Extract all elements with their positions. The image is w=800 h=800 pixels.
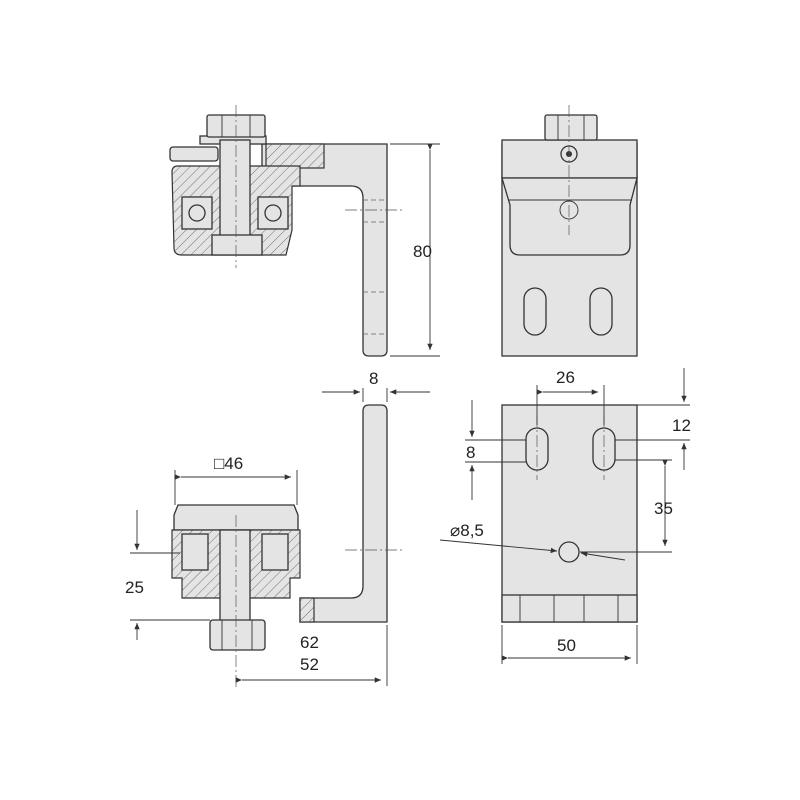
bolt-shaft	[219, 139, 251, 253]
top-right-front-view	[501, 105, 638, 357]
dim-hole-offset-35: 35	[654, 499, 673, 518]
mounting-hole	[558, 541, 580, 563]
dim-62: 62	[300, 633, 319, 652]
slot-right	[589, 287, 613, 336]
dim-height-25: 25	[125, 578, 144, 597]
bearing-left	[181, 533, 209, 571]
dim-thickness-8: 8	[369, 369, 379, 388]
dim-slot-spacing-26: 26	[556, 368, 575, 387]
dim-52: 52	[300, 655, 319, 674]
roller-cap	[501, 177, 638, 256]
plate	[501, 404, 638, 623]
slot-left	[523, 287, 547, 336]
bottom-right-plate-view	[439, 368, 690, 664]
pin	[169, 146, 219, 162]
bore	[211, 234, 263, 256]
bottom-left-section-view	[130, 388, 430, 690]
dim-height-80: 80	[413, 242, 432, 261]
feet	[501, 594, 638, 623]
bolt-shaft	[219, 529, 251, 623]
top-left-section-view	[169, 105, 440, 357]
bracket-section	[265, 143, 325, 169]
dim-top-offset-12: 12	[672, 416, 691, 435]
hex-nut	[544, 114, 598, 141]
dim-slot-width-8: 8	[466, 443, 476, 462]
dim-square-46: □46	[214, 454, 244, 473]
nut	[209, 619, 266, 651]
bracket	[299, 404, 388, 623]
dim-hole-diameter: ⌀8,5	[450, 521, 484, 540]
dim-width-50: 50	[557, 636, 576, 655]
bearing-right	[261, 533, 289, 571]
